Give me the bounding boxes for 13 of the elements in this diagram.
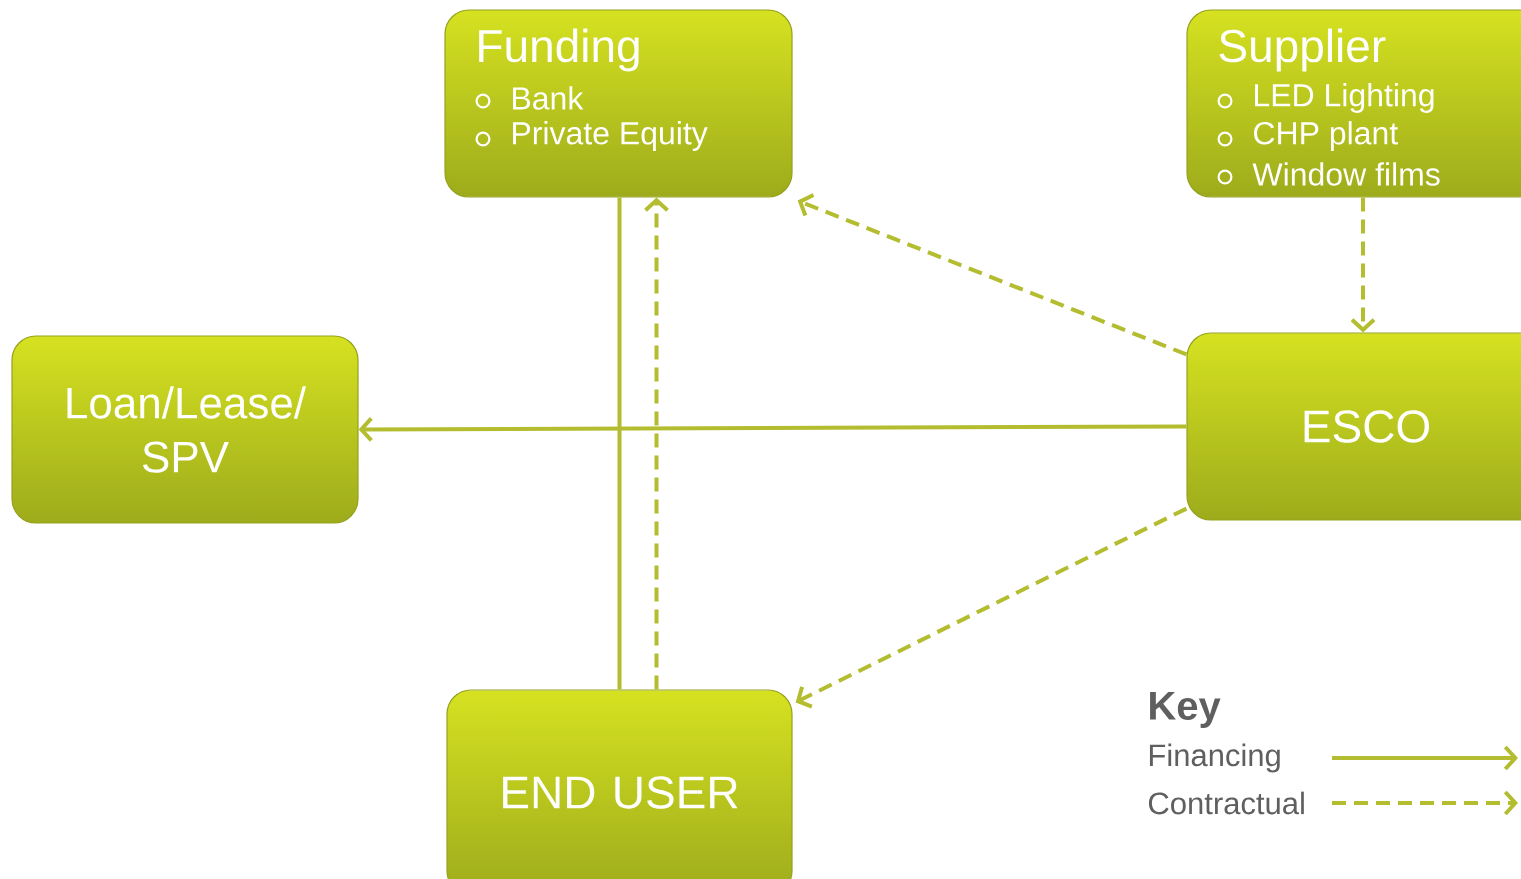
- arrow: [358, 417, 1187, 442]
- legend-text: Financing: [1149, 743, 1280, 773]
- process-box: Funding Bank Private Equity: [444, 9, 793, 198]
- arrow: [644, 197, 669, 690]
- process-box: Loan/Lease/ SPV: [11, 335, 359, 524]
- legend-title: Key: [1150, 692, 1221, 728]
- legend-text: Contractual: [1149, 791, 1304, 815]
- process-box: Supplier LED Lighting CHP plant Window films: [1186, 9, 1521, 198]
- arrow: [1350, 197, 1376, 333]
- arrow: [797, 193, 1188, 357]
- process-box: END USER: [446, 689, 793, 879]
- process-box: ESCO: [1186, 332, 1521, 521]
- arrow: [795, 506, 1188, 709]
